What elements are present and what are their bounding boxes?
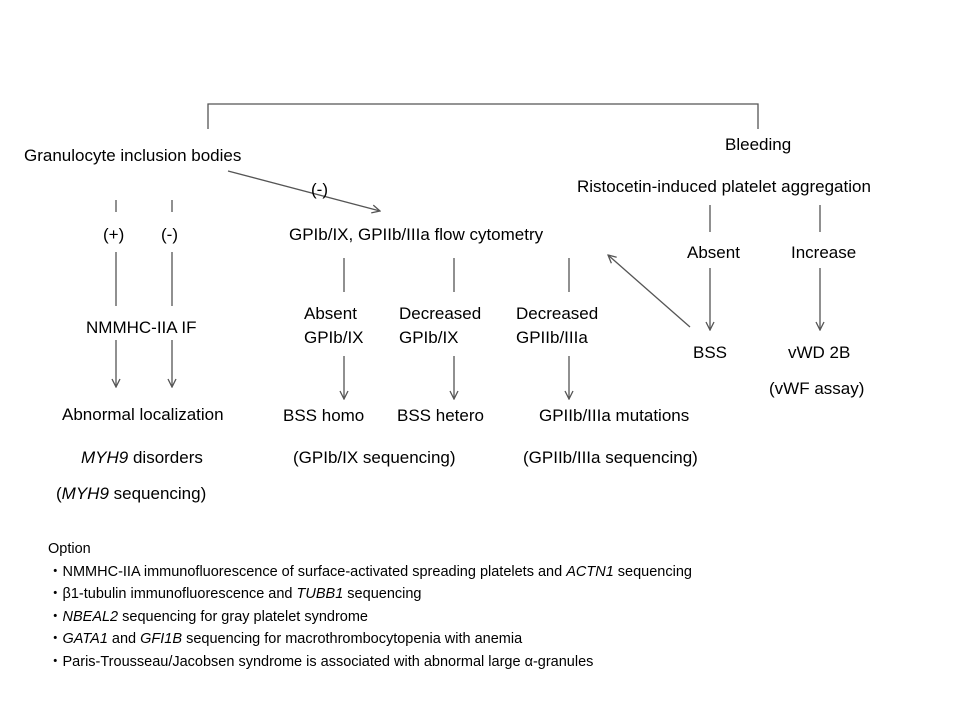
gpib-sequencing-label: (GPIb/IX sequencing) [293, 448, 456, 467]
bss-homo-label: BSS homo [283, 406, 365, 425]
arrow-bss-to-flow-cytometry [608, 255, 691, 328]
nmmhc-if-label: NMMHC-IIA IF [86, 318, 197, 337]
option-item: ・β1-tubulin immunofluorescence and TUBB1… [48, 586, 422, 602]
option-item: ・GATA1 and GFI1B sequencing for macrothr… [48, 631, 523, 647]
neg-label: (-) [161, 225, 178, 244]
myh9-sequencing-label: (MYH9 sequencing) [56, 484, 207, 503]
bleeding-label: Bleeding [725, 135, 792, 154]
pos-label: (+) [103, 225, 125, 244]
flow-cytometry-label: GPIb/IX, GPIIb/IIIa flow cytometry [289, 225, 544, 244]
arrow-to-flow-cytometry [227, 170, 380, 211]
vwf-assay-label: (vWF assay) [769, 379, 865, 398]
bss-hetero-label: BSS hetero [397, 406, 484, 425]
bss-right-label: BSS [693, 343, 728, 362]
gpiib-sequencing-label: (GPIIb/IIIa sequencing) [523, 448, 698, 467]
option-item: ・NMMHC-IIA immunofluorescence of surface… [48, 563, 692, 580]
option-item: ・NBEAL2 sequencing for gray platelet syn… [48, 608, 368, 625]
myh9-disorders-label: MYH9 disorders [81, 448, 203, 467]
top-bracket [207, 103, 759, 129]
gpiib-mutations-label: GPIIb/IIIa mutations [539, 406, 690, 425]
granulocyte-inclusion-bodies: Granulocyte inclusion bodies [24, 146, 242, 165]
option-item: ・Paris-Trousseau/Jacobsen syndrome is as… [48, 653, 594, 670]
absent-label: Absent [687, 243, 740, 262]
ristocetin-label: Ristocetin-induced platelet aggregation [577, 177, 871, 196]
abnormal-localization-label: Abnormal localization [62, 405, 224, 424]
options-title: Option [48, 541, 91, 557]
increase-label: Increase [791, 243, 857, 262]
neg-flow-label: (-) [311, 180, 328, 199]
options-list: Option ・NMMHC-IIA immunofluorescence of … [48, 538, 692, 673]
vwd-label: vWD 2B [788, 343, 851, 362]
